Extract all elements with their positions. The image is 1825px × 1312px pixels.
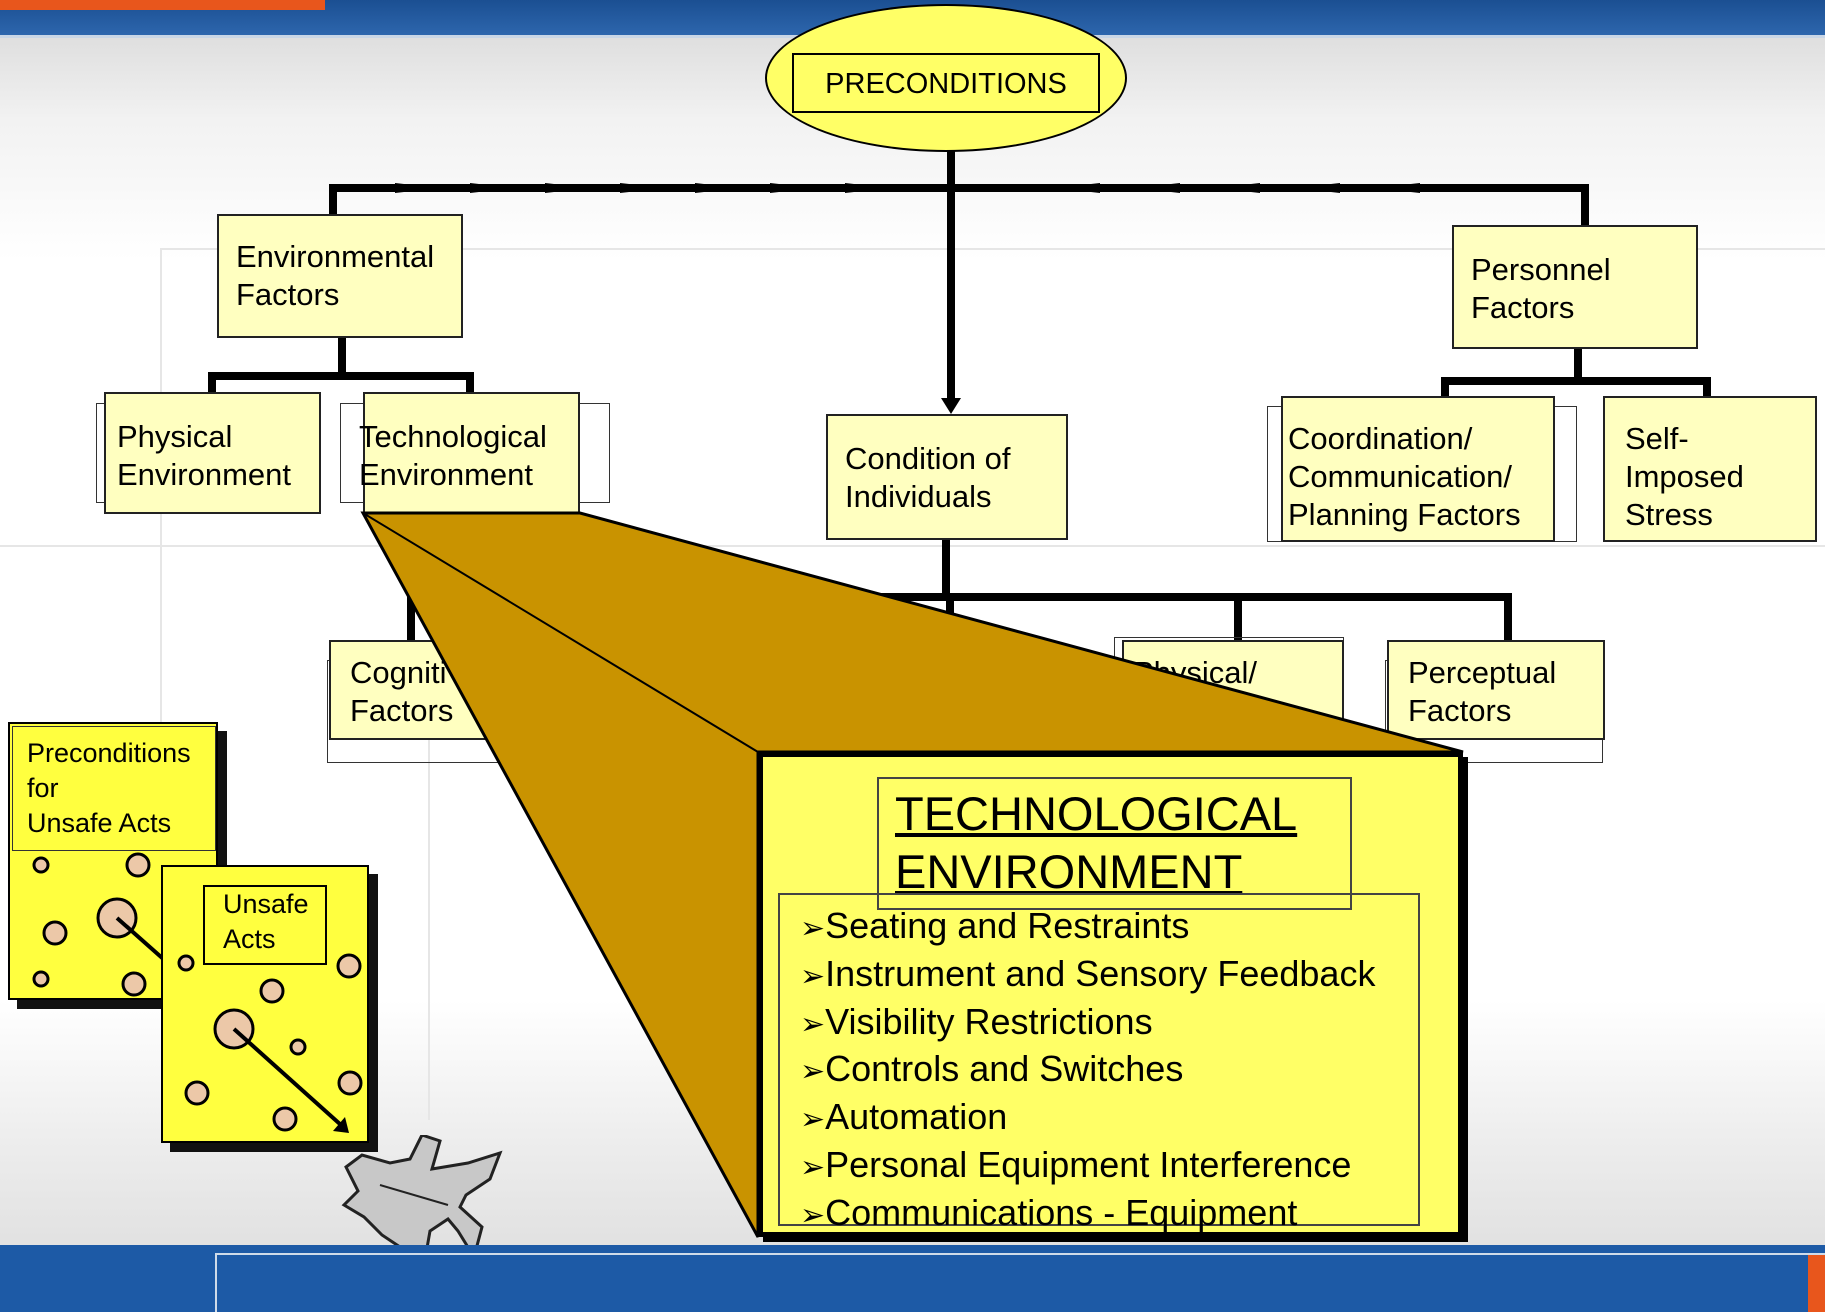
coordination-planning-label: Coordination/ Communication/ Planning Fa… xyxy=(1288,421,1521,532)
aircraft-silhouette-icon xyxy=(341,1135,503,1290)
swiss-cheese-hole-icon xyxy=(177,953,363,1133)
callout-item: Seating and Restraints xyxy=(800,904,1375,952)
preconditions-card-label: Preconditions for Unsafe Acts xyxy=(27,738,191,838)
environmental-factors-label: Environmental Factors xyxy=(236,239,435,312)
card-header-frame xyxy=(12,726,216,851)
self-imposed-stress-label: Self- Imposed Stress xyxy=(1625,421,1744,532)
callout-list: Seating and Restraints Instrument and Se… xyxy=(800,904,1375,1239)
callout-title: TECHNOLOGICAL ENVIRONMENT xyxy=(895,787,1298,898)
callout-item: Visibility Restrictions xyxy=(800,1000,1375,1048)
swiss-cheese-hole-icon xyxy=(32,852,180,997)
callout-item: Controls and Switches xyxy=(800,1047,1375,1095)
condition-of-individuals-box: Condition of Individuals xyxy=(826,414,1068,540)
self-imposed-stress-box: Self- Imposed Stress xyxy=(1603,396,1817,542)
callout-item: Communications - Equipment xyxy=(800,1191,1375,1239)
grid-line xyxy=(160,248,1825,250)
bottom-banner-frame xyxy=(215,1253,1825,1312)
physical-environment-box: Physical Environment xyxy=(104,392,321,514)
callout-item: Instrument and Sensory Feedback xyxy=(800,952,1375,1000)
personnel-factors-box: Personnel Factors xyxy=(1452,225,1698,349)
coordination-planning-box: Coordination/ Communication/ Planning Fa… xyxy=(1281,396,1555,542)
perceptual-factors-label: Perceptual Factors xyxy=(1408,655,1557,728)
condition-of-individuals-label: Condition of Individuals xyxy=(845,441,1011,514)
physical-environment-label: Physical Environment xyxy=(117,419,292,492)
bottom-banner xyxy=(0,1245,1825,1312)
technological-environment-label: Technological Environment xyxy=(359,419,547,492)
personnel-factors-label: Personnel Factors xyxy=(1471,252,1611,325)
preconditions-label: PRECONDITIONS xyxy=(792,53,1100,113)
bottom-accent xyxy=(1808,1255,1825,1312)
cognitive-factors-label: Cogniti Factors xyxy=(350,655,454,728)
card-header-frame xyxy=(203,885,327,965)
grid-line xyxy=(428,700,430,1120)
grid-line xyxy=(0,545,1825,547)
preconditions-root-node xyxy=(765,4,1127,152)
environmental-factors-box: Environmental Factors xyxy=(217,214,463,338)
perceptual-factors-box: Perceptual Factors xyxy=(1387,640,1605,740)
technological-environment-box: Technological Environment xyxy=(359,392,580,514)
callout-item: Automation xyxy=(800,1095,1375,1143)
arrow-head-icon xyxy=(941,398,961,414)
unsafe-acts-card-label: Unsafe Acts xyxy=(223,889,309,954)
top-accent xyxy=(0,0,325,10)
callout-item: Personal Equipment Interference xyxy=(800,1143,1375,1191)
